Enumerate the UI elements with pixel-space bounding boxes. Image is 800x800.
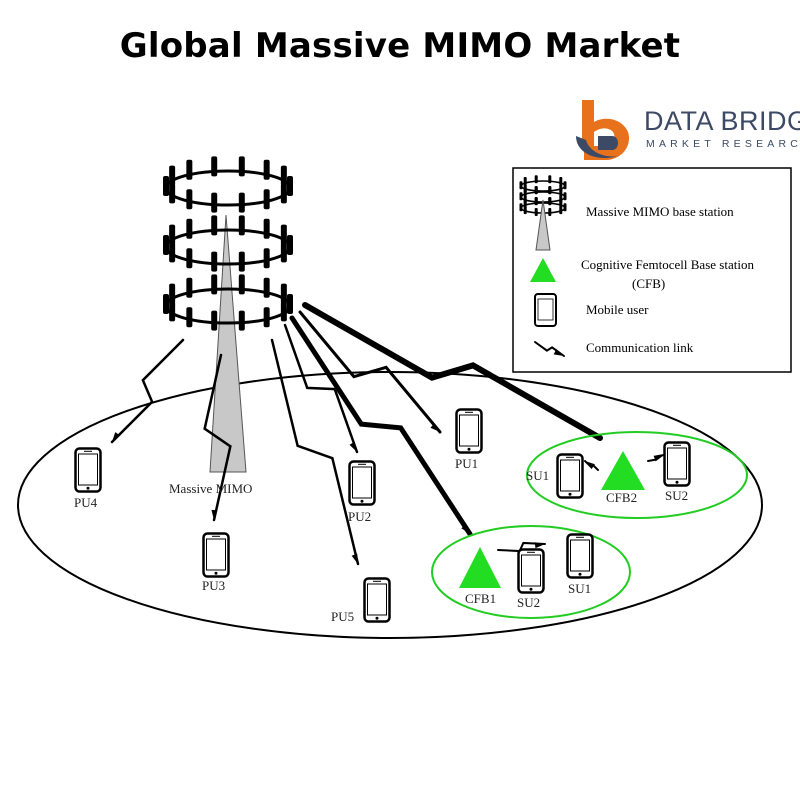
pu3-label: PU3 [202,578,225,593]
brand-logo: DATA BRIDGE MARKET RESEARCH [572,96,800,166]
su2-cfb2-phone-icon [663,441,691,487]
cfb-triangle-icon [530,258,556,282]
legend: Massive MIMO base station Cognitive Femt… [512,167,792,373]
brand-subtitle: MARKET RESEARCH [646,138,800,150]
tower-beam [209,214,247,473]
massive-mimo-tower-icon [163,156,293,331]
legend-label-mobile-user: Mobile user [586,302,649,317]
brand-name: DATA BRIDGE [644,106,800,136]
pu2-label: PU2 [348,509,371,524]
cfb2-label: CFB2 [606,490,637,505]
tower-label: Massive MIMO [169,481,252,496]
su2-cfb2-label: SU2 [665,488,688,503]
pu4-phone-icon [74,447,102,493]
pu1-phone-icon [455,408,483,454]
su1-cfb2-phone-icon [556,453,584,499]
pu1-label: PU1 [455,456,478,471]
femtocell-area-cfb2 [526,431,748,519]
massive-mimo-base-station-icon [519,175,567,251]
legend-label-communication-link: Communication link [586,340,694,355]
communication-links [110,302,665,566]
pu3-phone-icon [202,532,230,578]
legend-label-cfb-line1: Cognitive Femtocell Base station [581,257,754,272]
mobile-user-icon [534,293,557,327]
brand-mark-icon [576,100,630,160]
pu5-phone-icon [363,577,391,623]
su2-cfb1-phone-icon [517,548,545,594]
pu2-phone-icon [348,460,376,506]
cfb2-triangle-icon [601,451,645,490]
su1-cfb1-label: SU1 [568,581,591,596]
communication-link-icon [534,341,565,357]
pu5-label: PU5 [331,609,354,624]
su2-cfb1-label: SU2 [517,595,540,610]
su1-cfb1-phone-icon [566,533,594,579]
cfb1-label: CFB1 [465,591,496,606]
su1-cfb2-label: SU1 [526,468,549,483]
page-title: Global Massive MIMO Market [119,26,681,66]
legend-label-base-station: Massive MIMO base station [586,204,734,219]
cfb1-triangle-icon [459,547,501,588]
femtocell-area-cfb1 [431,525,631,619]
legend-label-cfb-line2: (CFB) [632,276,665,291]
pu4-label: PU4 [74,495,98,510]
